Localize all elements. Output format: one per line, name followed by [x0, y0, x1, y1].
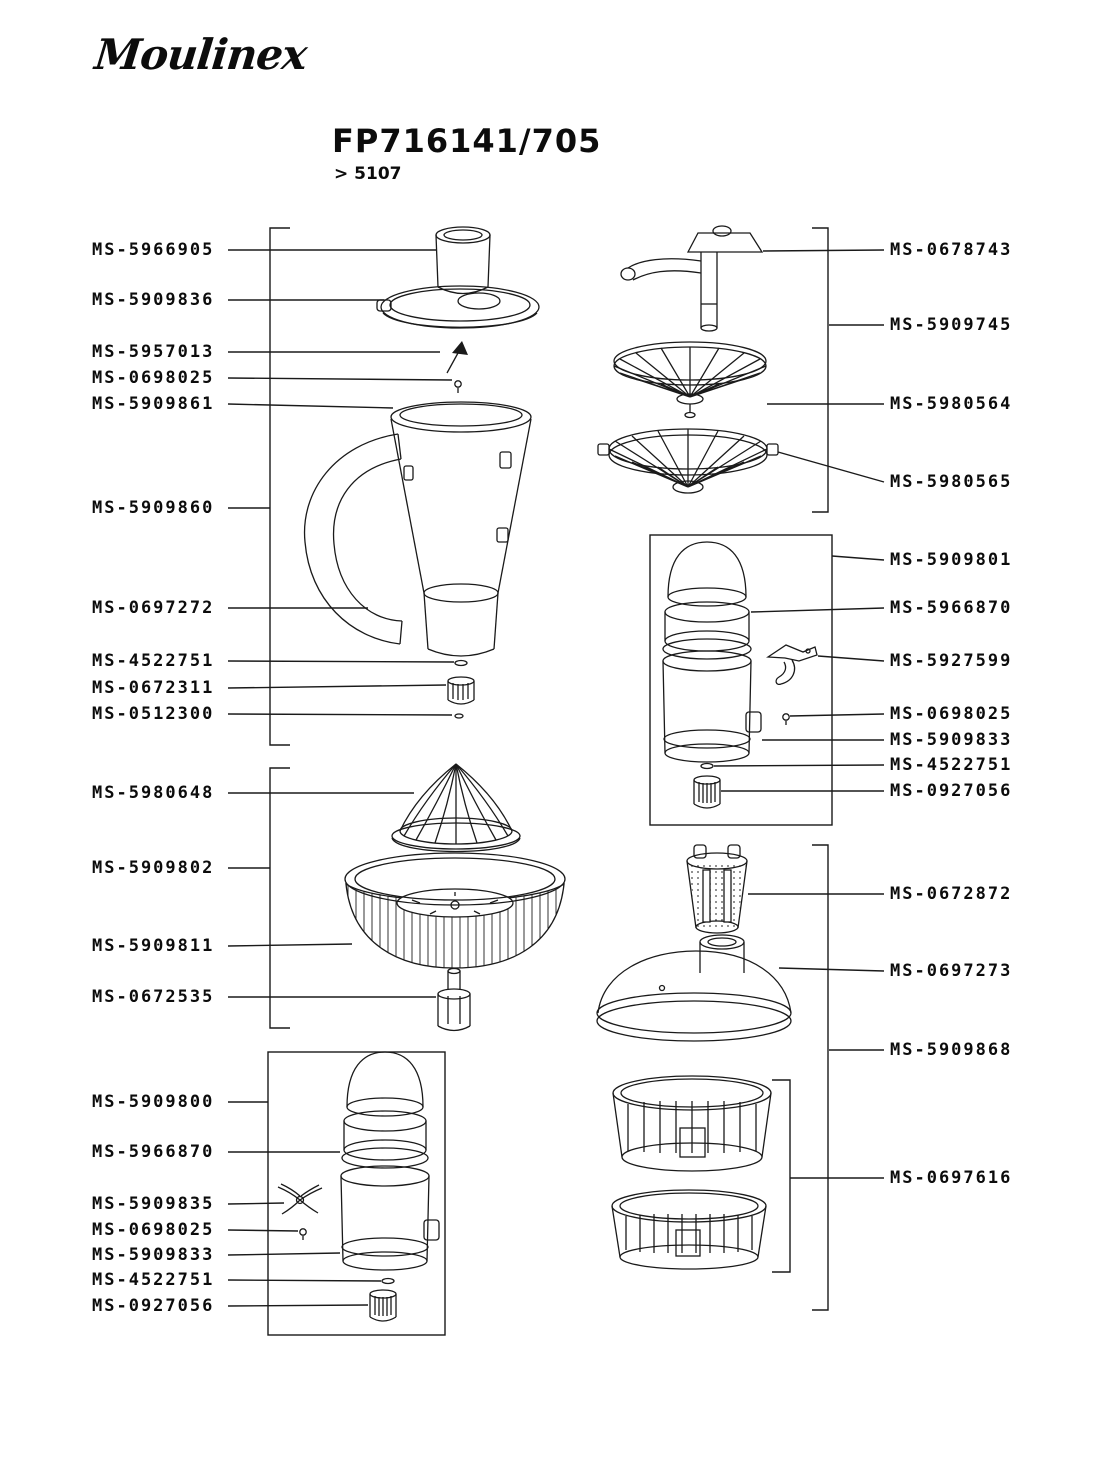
part-label: MS-0697273 [890, 961, 1013, 981]
leader-lines [227, 227, 885, 1336]
part-label: MS-4522751 [92, 651, 215, 671]
grating-disc-2-drawing [597, 428, 779, 494]
part-label: MS-4522751 [890, 755, 1013, 775]
part-label: MS-5980648 [92, 783, 215, 803]
part-label: MS-0697272 [92, 598, 215, 618]
part-label: MS-5909833 [92, 1245, 215, 1265]
part-label: MS-5909861 [92, 394, 215, 414]
grating-disc-1-drawing [613, 341, 767, 419]
work-bowl-lid-drawing [596, 934, 792, 1042]
part-label: MS-5909836 [92, 290, 215, 310]
box-mini-chopper-left [267, 1051, 446, 1336]
blender-lid-drawing [376, 285, 540, 329]
bracket-bowl-lid-group [812, 844, 829, 1311]
citrus-cone-drawing [391, 763, 521, 853]
part-label: MS-5980565 [890, 472, 1013, 492]
basket-2-drawing [611, 1189, 767, 1270]
part-label: MS-5909860 [92, 498, 215, 518]
part-label: MS-0927056 [890, 781, 1013, 801]
part-label: MS-0672311 [92, 678, 215, 698]
kneading-blade-drawing [766, 644, 818, 686]
part-label: MS-0697616 [890, 1168, 1013, 1188]
part-label: MS-0672535 [92, 987, 215, 1007]
part-label: MS-5957013 [92, 342, 215, 362]
part-label: MS-5909835 [92, 1194, 215, 1214]
box-mini-chopper-right [649, 534, 833, 826]
bracket-basket-group [772, 1079, 791, 1273]
bracket-disc-group [812, 227, 829, 513]
part-label: MS-5966905 [92, 240, 215, 260]
bracket-citrus-group [269, 767, 290, 1029]
coupling-gear-drawing-top [447, 676, 475, 705]
part-label: MS-0512300 [92, 704, 215, 724]
chopper-cup-left-drawing [341, 1110, 429, 1169]
part-label: MS-0927056 [92, 1296, 215, 1316]
part-label: MS-5966870 [890, 598, 1013, 618]
screw-drawing-top [454, 380, 462, 393]
screw-drawing-bottom [299, 1228, 307, 1240]
coupling-gear-drawing-bottom [369, 1289, 397, 1322]
pin-drawing [454, 713, 464, 719]
part-label: MS-5909801 [890, 550, 1013, 570]
page-subtitle: > 5107 [334, 164, 402, 184]
part-label: MS-0678743 [890, 240, 1013, 260]
part-label: MS-0698025 [92, 368, 215, 388]
chopper-dome-left-drawing [346, 1051, 424, 1117]
washer-drawing-top [454, 659, 468, 667]
washer-drawing-right [700, 762, 714, 770]
part-label: MS-5909800 [92, 1092, 215, 1112]
part-label: MS-5909802 [92, 858, 215, 878]
screw-drawing-right [782, 713, 790, 725]
part-drawings [277, 225, 818, 1322]
bracket-bowl-group [269, 227, 290, 746]
part-label: MS-0698025 [890, 704, 1013, 724]
part-label: MS-5980564 [890, 394, 1013, 414]
blade-stem-drawing [620, 225, 764, 332]
chopper-jar-right-drawing [662, 650, 762, 763]
filter-basket-drawing [686, 844, 748, 934]
coupling-gear-drawing-right [693, 775, 721, 809]
part-label: MS-4522751 [92, 1270, 215, 1290]
part-label: MS-5909833 [890, 730, 1013, 750]
part-label: MS-5909745 [890, 315, 1013, 335]
part-label: MS-5909811 [92, 936, 215, 956]
pusher-drawing [435, 226, 491, 295]
direction-arrow-icon [446, 341, 468, 374]
part-label: MS-5909868 [890, 1040, 1013, 1060]
chopper-dome-right-drawing [667, 541, 747, 607]
basket-1-drawing [612, 1075, 772, 1172]
part-label: MS-5927599 [890, 651, 1013, 671]
part-label: MS-5966870 [92, 1142, 215, 1162]
page-title: FP716141/705 [332, 122, 602, 160]
bowl-handle-drawing [303, 433, 403, 645]
star-blade-drawing [277, 1183, 323, 1215]
strainer-bowl-drawing [344, 852, 566, 969]
part-label: MS-0698025 [92, 1220, 215, 1240]
citrus-coupling-drawing [437, 967, 471, 1032]
washer-drawing-bottom [381, 1277, 395, 1285]
blender-bowl-drawing [390, 401, 532, 657]
chopper-jar-left-drawing [340, 1165, 440, 1271]
part-label: MS-0672872 [890, 884, 1013, 904]
